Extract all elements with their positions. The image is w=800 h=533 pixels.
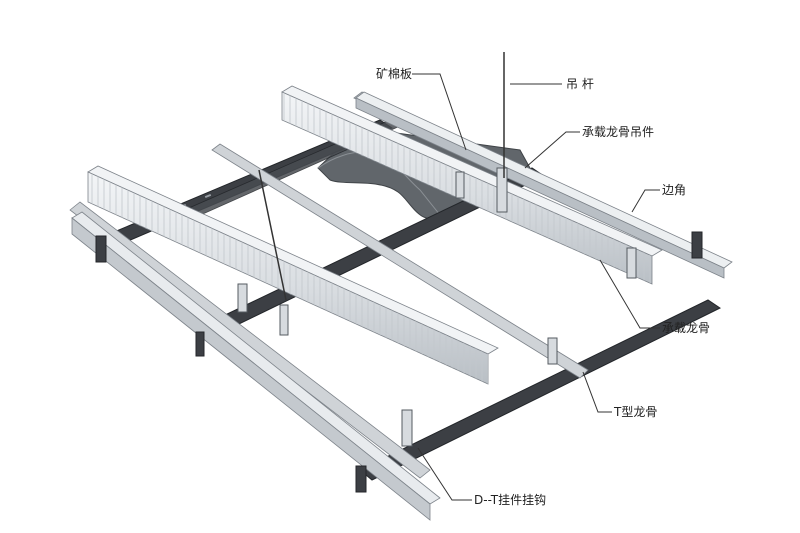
dt-clip — [547, 337, 558, 365]
dt-clip — [691, 231, 703, 259]
dt-clip — [95, 235, 107, 263]
labels: 矿棉板 吊 杆 承载龙骨吊件 边角 承载龙骨 T型龙骨 D--T挂件挂钩 — [376, 67, 710, 507]
main-runner-hanger — [626, 247, 637, 279]
label-main-runner: 承载龙骨 — [662, 321, 710, 335]
hangers — [95, 167, 703, 493]
main-runner-hanger — [455, 171, 465, 199]
main-runners — [71, 85, 663, 521]
main-runner-hanger — [279, 304, 289, 336]
label-mineral-wool-board: 矿棉板 — [376, 67, 412, 81]
main-runner-hanger — [237, 283, 248, 313]
edge-angle — [355, 91, 733, 279]
label-dt-clip: D--T挂件挂钩 — [474, 493, 546, 507]
dt-clip — [401, 409, 413, 447]
dt-clip — [195, 331, 205, 357]
t-runner — [359, 299, 721, 481]
dt-clip — [355, 465, 367, 493]
label-main-runner-hanger: 承载龙骨吊件 — [582, 125, 654, 139]
main-runner — [71, 211, 441, 521]
leader-lines — [412, 73, 660, 501]
hanger-rod — [258, 169, 287, 301]
main-runner — [87, 165, 499, 385]
cross-runner — [211, 143, 589, 379]
label-t-runner: T型龙骨 — [613, 405, 657, 419]
main-runner — [281, 85, 663, 285]
label-edge-angle: 边角 — [662, 183, 686, 197]
hanger-rods — [258, 52, 505, 301]
main-runner-hanger — [496, 167, 508, 213]
label-hanger-rod: 吊 杆 — [566, 77, 594, 91]
